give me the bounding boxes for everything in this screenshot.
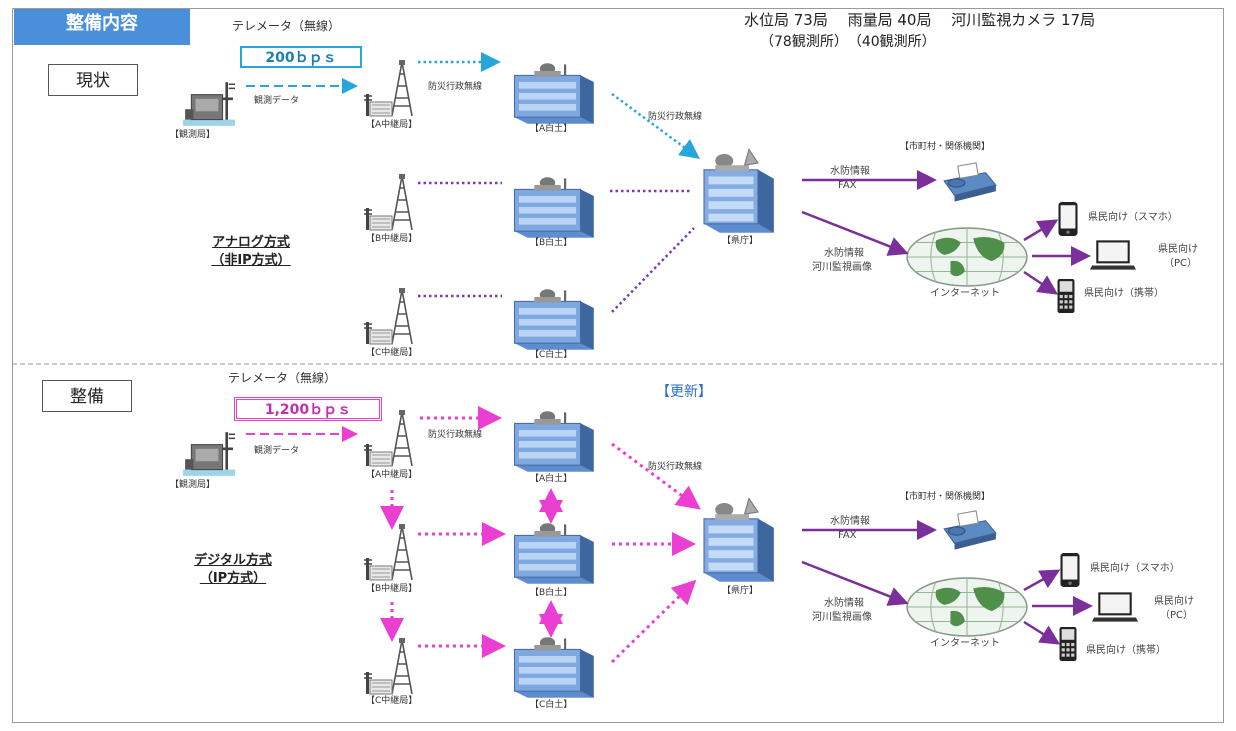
citizen-pc-sub: （PC） <box>1160 610 1194 621</box>
method-digital: デジタル方式 <box>194 553 272 568</box>
smartphone-icon <box>1058 202 1078 236</box>
update-label: 【更新】 <box>656 384 712 400</box>
office-b-label: 【B白土】 <box>530 588 573 598</box>
header-title: 整備内容 <box>66 13 138 34</box>
citizen-pc-sub: （PC） <box>1164 258 1198 269</box>
mobile-phone-icon <box>1057 279 1075 313</box>
flood-info-net-label: 水防情報 <box>824 598 864 609</box>
office-c-label: 【C白土】 <box>530 700 573 710</box>
observation-counts: （78観測所） （40観測所） <box>760 34 936 50</box>
flood-info-net-label: 水防情報 <box>824 248 864 259</box>
office-c-label: 【C白土】 <box>530 350 573 360</box>
section-label-current: 現状 <box>48 64 138 96</box>
flood-info-fax-label: 水防情報 <box>830 166 870 177</box>
internet-label: インターネット <box>930 288 1000 299</box>
disaster-radio-label-1: 防災行政無線 <box>428 430 483 440</box>
observation-station-icon <box>181 430 237 478</box>
current-network <box>181 52 1136 351</box>
office-building-icon-c <box>513 636 595 699</box>
relay-tower-icon-b <box>363 173 413 231</box>
mobile-phone-icon <box>1059 627 1077 661</box>
fax-label: FAX <box>838 530 857 541</box>
flood-info-fax-label: 水防情報 <box>830 516 870 527</box>
method-analog: アナログ方式 <box>212 235 290 250</box>
prefectural-office-icon <box>703 148 775 234</box>
relay-a-label: 【A中継局】 <box>366 120 418 130</box>
transfer-rate-badge: 200ｂｐｓ <box>240 46 362 68</box>
section-label-improved: 整備 <box>42 380 132 412</box>
internet-globe-icon <box>906 577 1028 637</box>
station-counts: 水位局 73局 雨量局 40局 河川監視カメラ 17局 <box>744 11 1096 29</box>
citizen-smartphone-label: 県民向け（スマホ） <box>1088 212 1178 223</box>
citizen-mobile-label: 県民向け（携帯） <box>1086 645 1166 656</box>
disaster-radio-label-2: 防災行政無線 <box>648 462 703 472</box>
relay-c-label: 【C中継局】 <box>366 696 418 706</box>
office-building-icon-c <box>513 288 595 351</box>
office-b-label: 【B白土】 <box>530 238 573 248</box>
observation-station-label: 【観測局】 <box>170 480 216 490</box>
fax-icon <box>943 162 997 203</box>
diagram-frame <box>12 8 1224 723</box>
observation-station-icon <box>181 80 237 128</box>
smartphone-icon <box>1060 553 1080 587</box>
office-building-icon-a <box>513 410 595 473</box>
municipal-label: 【市町村・関係機関】 <box>900 492 991 502</box>
telemeter-label: テレメータ（無線） <box>232 19 341 33</box>
citizen-smartphone-label: 県民向け（スマホ） <box>1090 563 1180 574</box>
office-a-label: 【A白土】 <box>530 474 573 484</box>
relay-c-label: 【C中継局】 <box>366 348 418 358</box>
municipal-label: 【市町村・関係機関】 <box>900 142 991 152</box>
office-building-icon-b <box>513 176 595 239</box>
method-digital-sub: （IP方式） <box>199 571 267 586</box>
relay-b-label: 【B中継局】 <box>366 584 418 594</box>
internet-label: インターネット <box>930 638 1000 649</box>
laptop-icon <box>1092 592 1138 622</box>
disaster-radio-label-1: 防災行政無線 <box>428 82 483 92</box>
citizen-mobile-label: 県民向け（携帯） <box>1084 288 1164 299</box>
office-building-icon-b <box>513 522 595 585</box>
observation-station-label: 【観測局】 <box>170 130 216 140</box>
river-camera-label: 河川監視画像 <box>812 262 872 273</box>
improved-network <box>181 406 1138 699</box>
fax-icon <box>943 510 997 551</box>
method-analog-sub: （非IP方式） <box>211 253 291 268</box>
observation-data-label: 観測データ <box>254 96 300 106</box>
internet-globe-icon <box>906 227 1028 287</box>
fax-label: FAX <box>838 180 857 191</box>
relay-tower-icon-c <box>363 637 413 695</box>
river-camera-label: 河川監視画像 <box>812 612 872 623</box>
relay-tower-icon-a <box>363 59 413 117</box>
observation-data-label: 観測データ <box>254 446 300 456</box>
telemeter-label: テレメータ（無線） <box>228 371 337 385</box>
prefectural-office-label: 【県庁】 <box>722 586 759 596</box>
prefectural-office-icon <box>703 497 775 583</box>
citizen-pc-label: 県民向け <box>1154 596 1194 607</box>
relay-a-label: 【A中継局】 <box>366 470 418 480</box>
relay-b-label: 【B中継局】 <box>366 234 418 244</box>
office-a-label: 【A白土】 <box>530 124 573 134</box>
relay-tower-icon-c <box>363 287 413 345</box>
transfer-rate-badge: 1,200ｂｐｓ <box>234 397 382 421</box>
laptop-icon <box>1090 240 1136 270</box>
relay-tower-icon-b <box>363 523 413 581</box>
disaster-radio-label-2: 防災行政無線 <box>648 112 703 122</box>
citizen-pc-label: 県民向け <box>1158 244 1198 255</box>
prefectural-office-label: 【県庁】 <box>722 236 759 246</box>
header-title-bar <box>14 9 190 45</box>
office-building-icon-a <box>513 62 595 125</box>
